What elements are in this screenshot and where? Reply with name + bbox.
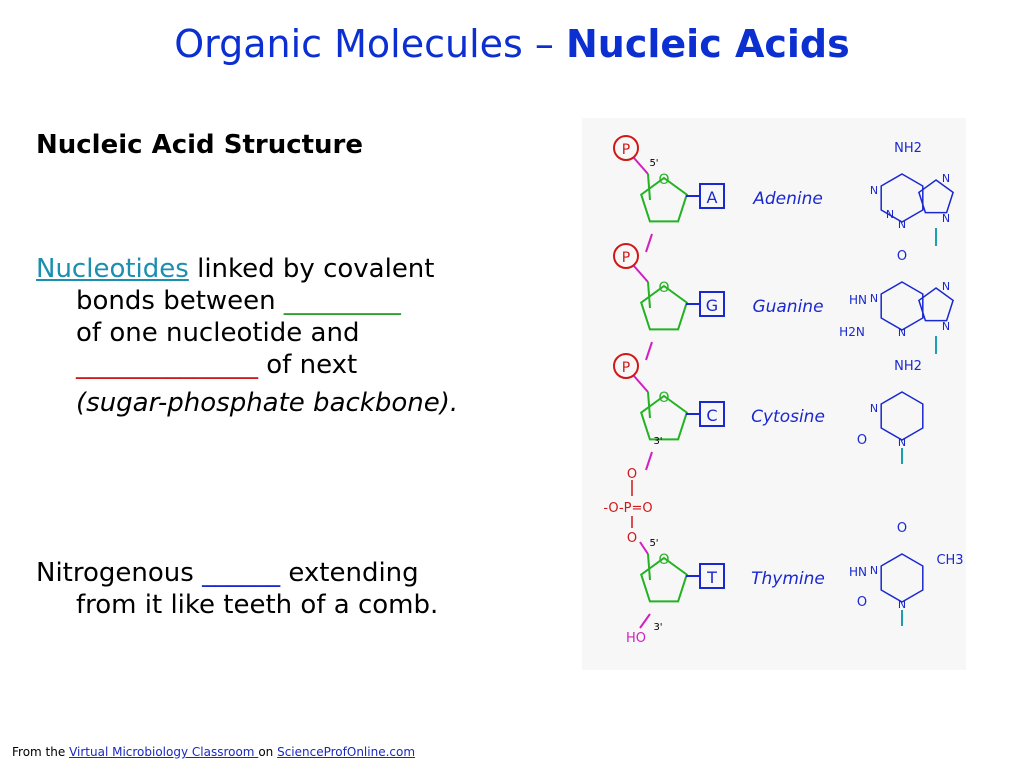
- p1-text2: bonds between: [76, 286, 284, 316]
- atom-o: O: [897, 521, 907, 536]
- atom-ch3: CH3: [936, 553, 963, 568]
- base-ring-icon: [880, 281, 924, 331]
- p1-text5: (sugar-phosphate backbone).: [76, 388, 459, 418]
- base-name: Thymine: [751, 569, 825, 589]
- base-name: Adenine: [752, 189, 823, 209]
- blank-blue: ______: [202, 558, 281, 588]
- base-box: [699, 291, 725, 317]
- ring-oxygen: O: [658, 172, 669, 188]
- base-ring-icon: [880, 173, 924, 223]
- five-prime-label: 5': [649, 158, 658, 169]
- atom-n: N: [886, 208, 894, 221]
- blank-green: _________: [283, 286, 401, 316]
- phosphate-icon: [613, 135, 639, 161]
- atom-n: N: [898, 218, 906, 231]
- three-prime-label: 3': [653, 436, 662, 447]
- paragraph-nucleotides: Nucleotides linked by covalent bonds bet…: [36, 253, 556, 419]
- blank-red: ______________: [76, 350, 258, 380]
- atom-n: N: [942, 280, 950, 293]
- ring-oxygen: O: [658, 552, 669, 568]
- atom-hn: HN: [849, 565, 867, 579]
- ring-oxygen: O: [658, 280, 669, 296]
- atom-h2n: H2N: [839, 325, 865, 339]
- phosphate-label: P: [622, 250, 630, 266]
- atom-n: N: [942, 320, 950, 333]
- base-name: Guanine: [752, 297, 823, 317]
- atom-o: O: [897, 249, 907, 264]
- phosphate-icon: [613, 353, 639, 379]
- backbone-line: [647, 281, 651, 309]
- sugar-ring-icon: [640, 394, 688, 441]
- backbone-connector: [645, 451, 653, 471]
- phosphate-icon: [613, 243, 639, 269]
- p1-text4: of next: [258, 350, 358, 380]
- base-box: [699, 563, 725, 589]
- base-letter: C: [706, 406, 717, 425]
- virtual-microbiology-link[interactable]: Virtual Microbiology Classroom: [69, 745, 259, 759]
- p1-text3: of one nucleotide and: [76, 318, 360, 348]
- footer-mid: on: [258, 745, 278, 759]
- base-letter: T: [706, 568, 717, 587]
- atom-nh2: NH2: [894, 141, 922, 156]
- imidazole-ring-icon: [918, 179, 954, 214]
- base-letter: G: [706, 296, 718, 315]
- backbone-line: [647, 391, 651, 419]
- atom-n: N: [870, 402, 878, 415]
- atom-n: N: [870, 184, 878, 197]
- sugar-ring-icon: [640, 556, 688, 603]
- paragraph-nitrogenous: Nitrogenous ______ extending from it lik…: [36, 557, 556, 621]
- sugar-ring-icon: [640, 176, 688, 223]
- atom-nh2: NH2: [894, 359, 922, 374]
- subheading: Nucleic Acid Structure: [36, 130, 364, 160]
- phosphate-bond: [633, 375, 649, 393]
- p2-text3: from it like teeth of a comb.: [76, 590, 439, 620]
- phosphate-label: P: [622, 360, 630, 376]
- p1-text1: linked by covalent: [188, 254, 435, 284]
- base-name: Cytosine: [751, 407, 825, 427]
- nucleotides-link[interactable]: Nucleotides: [36, 254, 189, 284]
- phosphate-label: P: [622, 142, 630, 158]
- five-prime-label: 5': [649, 538, 658, 549]
- backbone-connector: [645, 233, 653, 253]
- footer: From the Virtual Microbiology Classroom …: [12, 745, 415, 759]
- backbone-connector: [645, 341, 653, 361]
- base-box: [699, 183, 725, 209]
- base-ring-icon: [880, 391, 924, 441]
- backbone-line: [647, 553, 651, 581]
- p2-text2: extending: [280, 558, 419, 588]
- ho-label: HO: [626, 631, 646, 646]
- base-letter: A: [707, 188, 718, 207]
- title-part1: Organic Molecules –: [174, 22, 566, 66]
- atom-n: N: [870, 292, 878, 305]
- title-part2: Nucleic Acids: [565, 22, 850, 66]
- atom-n: N: [870, 564, 878, 577]
- atom-n: N: [898, 598, 906, 611]
- ring-oxygen: O: [658, 390, 669, 406]
- base-ring-icon: [880, 553, 924, 603]
- atom-n: N: [898, 326, 906, 339]
- linkage-o-bottom: O: [627, 531, 637, 546]
- atom-hn: HN: [849, 293, 867, 307]
- atom-o: O: [857, 595, 867, 610]
- atom-n: N: [942, 172, 950, 185]
- footer-prefix: From the: [12, 745, 70, 759]
- sugar-ring-icon: [640, 284, 688, 331]
- slide-title: Organic Molecules – Nucleic Acids: [0, 22, 1024, 66]
- scienceprofonline-link[interactable]: ScienceProfOnline.com: [277, 745, 416, 759]
- linkage-connector: [639, 541, 649, 555]
- ho-bond: [639, 613, 651, 629]
- phosphate-bond: [633, 157, 649, 175]
- atom-o: O: [857, 433, 867, 448]
- linkage-o-top: O: [627, 467, 637, 482]
- imidazole-ring-icon: [918, 287, 954, 322]
- base-box: [699, 401, 725, 427]
- backbone-line: [647, 173, 651, 201]
- three-prime-label: 3': [653, 622, 662, 633]
- p2-text1: Nitrogenous: [36, 558, 203, 588]
- atom-n: N: [942, 212, 950, 225]
- atom-n: N: [898, 436, 906, 449]
- phosphate-bond: [633, 265, 649, 283]
- linkage-row: -O-P=O: [603, 501, 652, 516]
